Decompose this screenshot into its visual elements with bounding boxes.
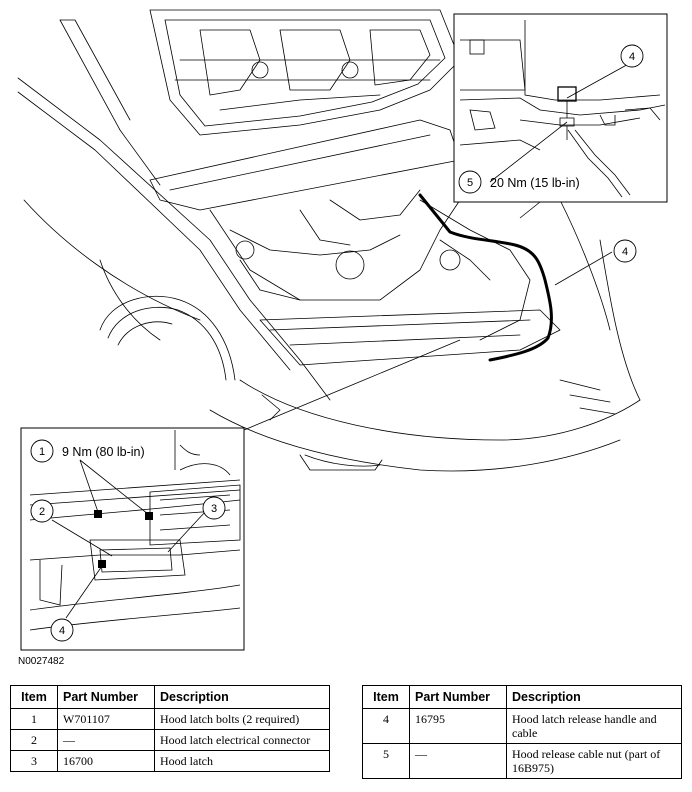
table-header-row: Item Part Number Description bbox=[10, 685, 330, 709]
cell-part-number: W701107 bbox=[57, 708, 155, 730]
table-row: 5 — Hood release cable nut (part of 16B9… bbox=[362, 743, 682, 779]
cell-item: 1 bbox=[10, 708, 58, 730]
callout-4-latch: 4 bbox=[50, 618, 74, 642]
cell-part-number: — bbox=[409, 743, 507, 779]
latch-bolt-markers bbox=[94, 510, 153, 568]
cell-description: Hood release cable nut (part of 16B975) bbox=[506, 743, 682, 779]
table-row: 1 W701107 Hood latch bolts (2 required) bbox=[10, 708, 330, 730]
hood-release-cable bbox=[418, 193, 553, 362]
callout-4-latch-label: 4 bbox=[59, 625, 65, 637]
wheel-arch bbox=[99, 295, 236, 381]
cell-description: Hood latch release handle and cable bbox=[506, 708, 682, 744]
callout-2-label: 2 bbox=[39, 506, 45, 518]
cell-part-number: 16700 bbox=[57, 750, 155, 772]
header-item: Item bbox=[10, 685, 58, 709]
cell-description: Hood latch electrical connector bbox=[154, 729, 330, 751]
parts-table-left: Item Part Number Description 1 W701107 H… bbox=[10, 685, 330, 772]
callout-4-main: 4 bbox=[613, 239, 637, 263]
header-part-number: Part Number bbox=[409, 685, 507, 709]
cell-description: Hood latch bbox=[154, 750, 330, 772]
cell-item: 4 bbox=[362, 708, 410, 744]
table-row: 4 16795 Hood latch release handle and ca… bbox=[362, 708, 682, 744]
table-row: 2 — Hood latch electrical connector bbox=[10, 729, 330, 751]
header-description: Description bbox=[506, 685, 682, 709]
header-description: Description bbox=[154, 685, 330, 709]
callout-1-label: 1 bbox=[39, 446, 45, 458]
table-row: 3 16700 Hood latch bbox=[10, 750, 330, 772]
parts-table-right: Item Part Number Description 4 16795 Hoo… bbox=[362, 685, 682, 779]
cell-item: 3 bbox=[10, 750, 58, 772]
torque-label-nut: 20 Nm (15 lb-in) bbox=[490, 176, 580, 190]
header-part-number: Part Number bbox=[57, 685, 155, 709]
cell-item: 5 bbox=[362, 743, 410, 779]
open-hood bbox=[149, 9, 461, 136]
callout-4-main-label: 4 bbox=[622, 246, 628, 258]
callout-1: 1 bbox=[30, 439, 54, 463]
callout-3: 3 bbox=[202, 496, 226, 520]
callout-2: 2 bbox=[30, 499, 54, 523]
vehicle-hood-latch-illustration: 4 5 4 1 2 3 4 9 Nm (80 lb-in) 20 Nm (15 … bbox=[17, 9, 668, 651]
callout-5-label: 5 bbox=[467, 177, 473, 189]
callout-5: 5 bbox=[458, 170, 482, 194]
cell-item: 2 bbox=[10, 729, 58, 751]
cable-nut-inset bbox=[453, 13, 668, 203]
callout-4-inset: 4 bbox=[620, 44, 644, 68]
figure-id: N0027482 bbox=[18, 656, 65, 667]
hood-latch-inset bbox=[20, 339, 461, 651]
torque-label-bolts: 9 Nm (80 lb-in) bbox=[62, 445, 145, 459]
cell-description: Hood latch bolts (2 required) bbox=[154, 708, 330, 730]
header-item: Item bbox=[362, 685, 410, 709]
callout-4-inset-label: 4 bbox=[629, 51, 635, 63]
table-header-row: Item Part Number Description bbox=[362, 685, 682, 709]
callout-3-label: 3 bbox=[211, 503, 217, 515]
vehicle-body-lines bbox=[17, 19, 641, 472]
cell-part-number: — bbox=[57, 729, 155, 751]
cell-part-number: 16795 bbox=[409, 708, 507, 744]
